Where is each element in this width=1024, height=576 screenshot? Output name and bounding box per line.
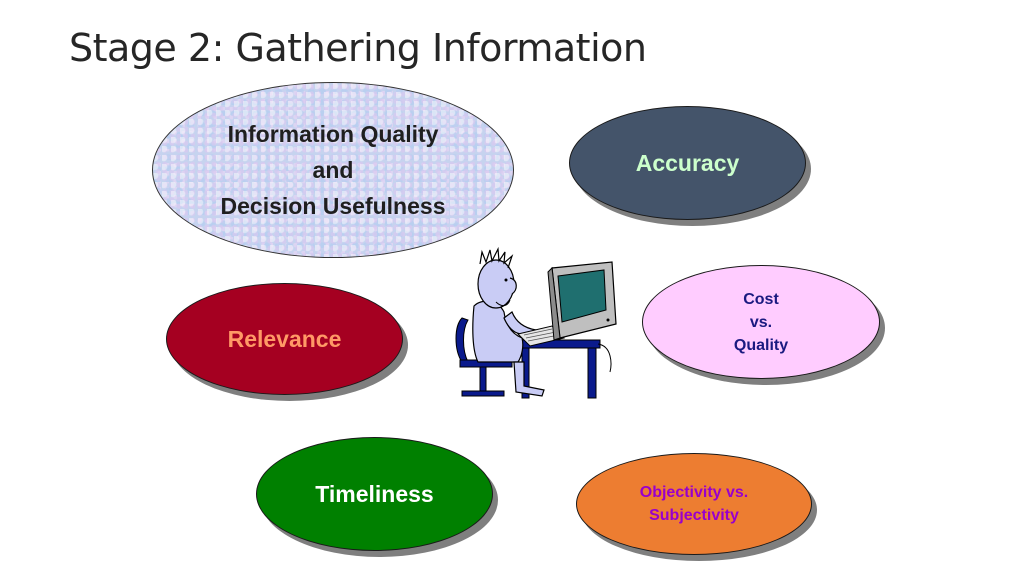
cost-vs-quality-bubble: Cost vs. Quality [642, 265, 880, 379]
timeliness-bubble: Timeliness [256, 437, 493, 551]
cost-line-3: Quality [733, 336, 789, 354]
objectivity-line-2: Subjectivity [649, 507, 739, 524]
slide-title: Stage 2: Gathering Information [69, 26, 647, 70]
objectivity-line-1: Objectivity vs. [639, 484, 749, 501]
chair-icon [455, 317, 513, 397]
info-quality-line-2: and [312, 157, 354, 183]
person-icon [472, 246, 545, 397]
objectivity-bubble: Objectivity vs. Subjectivity [576, 453, 812, 555]
cost-line-1: Cost [743, 290, 779, 308]
monitor-icon [547, 261, 617, 341]
relevance-label: Relevance [227, 325, 342, 352]
cost-line-2: vs. [749, 313, 773, 331]
info-quality-line-1: Information Quality [227, 121, 439, 147]
timeliness-label: Timeliness [315, 480, 434, 507]
info-quality-line-3: Decision Usefulness [220, 193, 446, 219]
info-quality-bubble: Information Quality and Decision Usefuln… [152, 82, 514, 258]
accuracy-bubble: Accuracy [569, 106, 806, 220]
accuracy-label: Accuracy [635, 149, 740, 176]
relevance-bubble: Relevance [166, 283, 403, 395]
person-at-computer-icon [455, 246, 617, 399]
